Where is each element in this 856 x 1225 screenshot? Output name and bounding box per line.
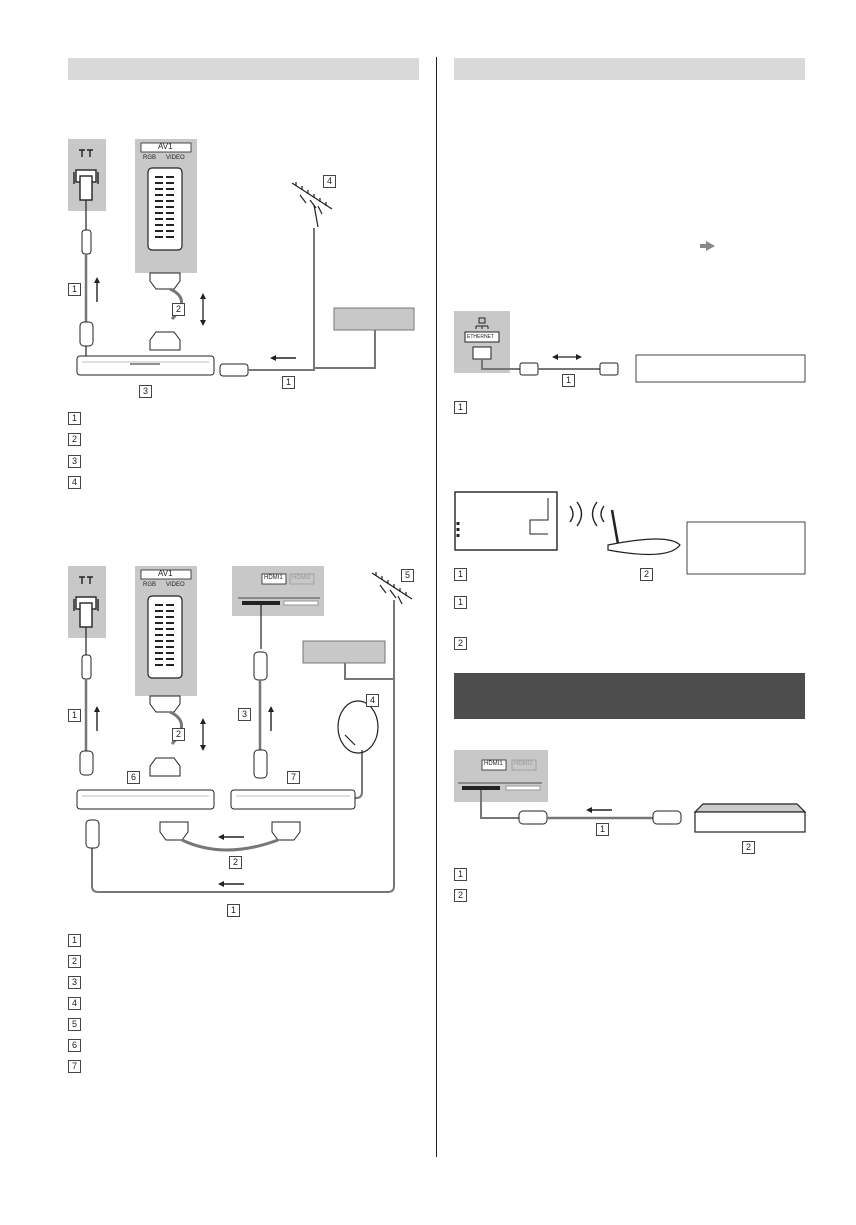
- legend-b4: 4: [68, 997, 81, 1010]
- recorder-device-2: [76, 789, 215, 810]
- hdmi1-label: HDMI1: [264, 575, 283, 581]
- player-device-icon: [693, 803, 807, 833]
- callout-1: 1: [68, 283, 81, 296]
- coax-plug-bottom: [79, 321, 94, 347]
- callout-1b: 1: [282, 376, 295, 389]
- scart-plug-bottom: [149, 331, 181, 351]
- callout-b2b: 2: [229, 856, 242, 869]
- section-header-right-top: [454, 58, 805, 80]
- legend-r-w2: 2: [454, 637, 467, 650]
- coax-cable-antenna: [248, 228, 315, 371]
- hdmi-panel-left: [232, 566, 324, 616]
- callout-b2: 2: [172, 728, 185, 741]
- video-label: VIDEO: [166, 155, 185, 161]
- callout-r2-wireless: 2: [640, 568, 653, 581]
- legend-r-h1: 1: [454, 868, 467, 881]
- legend-b5: 5: [68, 1018, 81, 1031]
- callout-b1b: 1: [227, 904, 240, 917]
- callout-r1-wireless: 1: [454, 568, 467, 581]
- legend-r-w1: 1: [454, 596, 467, 609]
- section-header-right-dark: [454, 673, 805, 718]
- arrow-right-icon-stem: [700, 244, 706, 248]
- callout-b7: 7: [287, 771, 300, 784]
- ethernet-label: ETHERNET: [467, 334, 494, 340]
- settopbox-device: [230, 789, 356, 810]
- legend-b1: 1: [68, 934, 81, 947]
- callout-r-hdmi2: 2: [742, 841, 755, 854]
- gray-box-device: [333, 307, 415, 331]
- coax-cable-long: [91, 600, 395, 893]
- aerial-jack-icon: [73, 149, 99, 201]
- callout-4: 4: [323, 175, 336, 188]
- recorder-device: [76, 355, 215, 376]
- hdmi2-label-right: HDMI2: [514, 761, 533, 767]
- callout-b6: 6: [127, 771, 140, 784]
- legend-1: 1: [68, 412, 81, 425]
- section-header-right-dark-underline: [454, 718, 805, 719]
- callout-b1: 1: [68, 709, 81, 722]
- rgb-label-2: RGB: [143, 582, 157, 588]
- legend-r1: 1: [454, 401, 467, 414]
- callout-b5: 5: [401, 569, 414, 582]
- coax-plug-top: [81, 229, 92, 255]
- section-header-left-top: [68, 58, 419, 80]
- legend-3: 3: [68, 455, 81, 468]
- antenna-icon: [291, 182, 333, 228]
- satellite-dish-icon: [337, 700, 379, 762]
- legend-b3: 3: [68, 976, 81, 989]
- legend-b7: 7: [68, 1060, 81, 1073]
- arrow-right-icon: [706, 241, 715, 251]
- callout-3: 3: [139, 385, 152, 398]
- legend-2: 2: [68, 433, 81, 446]
- callout-b4: 4: [366, 694, 379, 707]
- tv-back: [454, 491, 558, 551]
- scart-socket: [147, 167, 183, 251]
- hdmi1-label-right: HDMI1: [484, 761, 503, 767]
- callout-2: 2: [172, 303, 185, 316]
- legend-r-h2: 2: [454, 889, 467, 902]
- legend-b2: 2: [68, 955, 81, 968]
- callout-r-hdmi1: 1: [596, 823, 609, 836]
- hdmi-panel-right: [454, 750, 548, 802]
- hdmi2-label: HDMI2: [292, 575, 311, 581]
- column-divider: [436, 57, 437, 1157]
- callout-r1: 1: [562, 374, 575, 387]
- legend-4: 4: [68, 476, 81, 489]
- scart-plug-top: [149, 272, 181, 290]
- av1-label: AV1: [158, 142, 173, 151]
- network-box: [635, 354, 806, 383]
- internet-box: [686, 521, 806, 575]
- video-label-2: VIDEO: [166, 582, 185, 588]
- router-icon: [607, 509, 681, 556]
- av1-label-2: AV1: [158, 569, 173, 578]
- callout-b3: 3: [238, 708, 251, 721]
- legend-b6: 6: [68, 1039, 81, 1052]
- rgb-label: RGB: [143, 155, 157, 161]
